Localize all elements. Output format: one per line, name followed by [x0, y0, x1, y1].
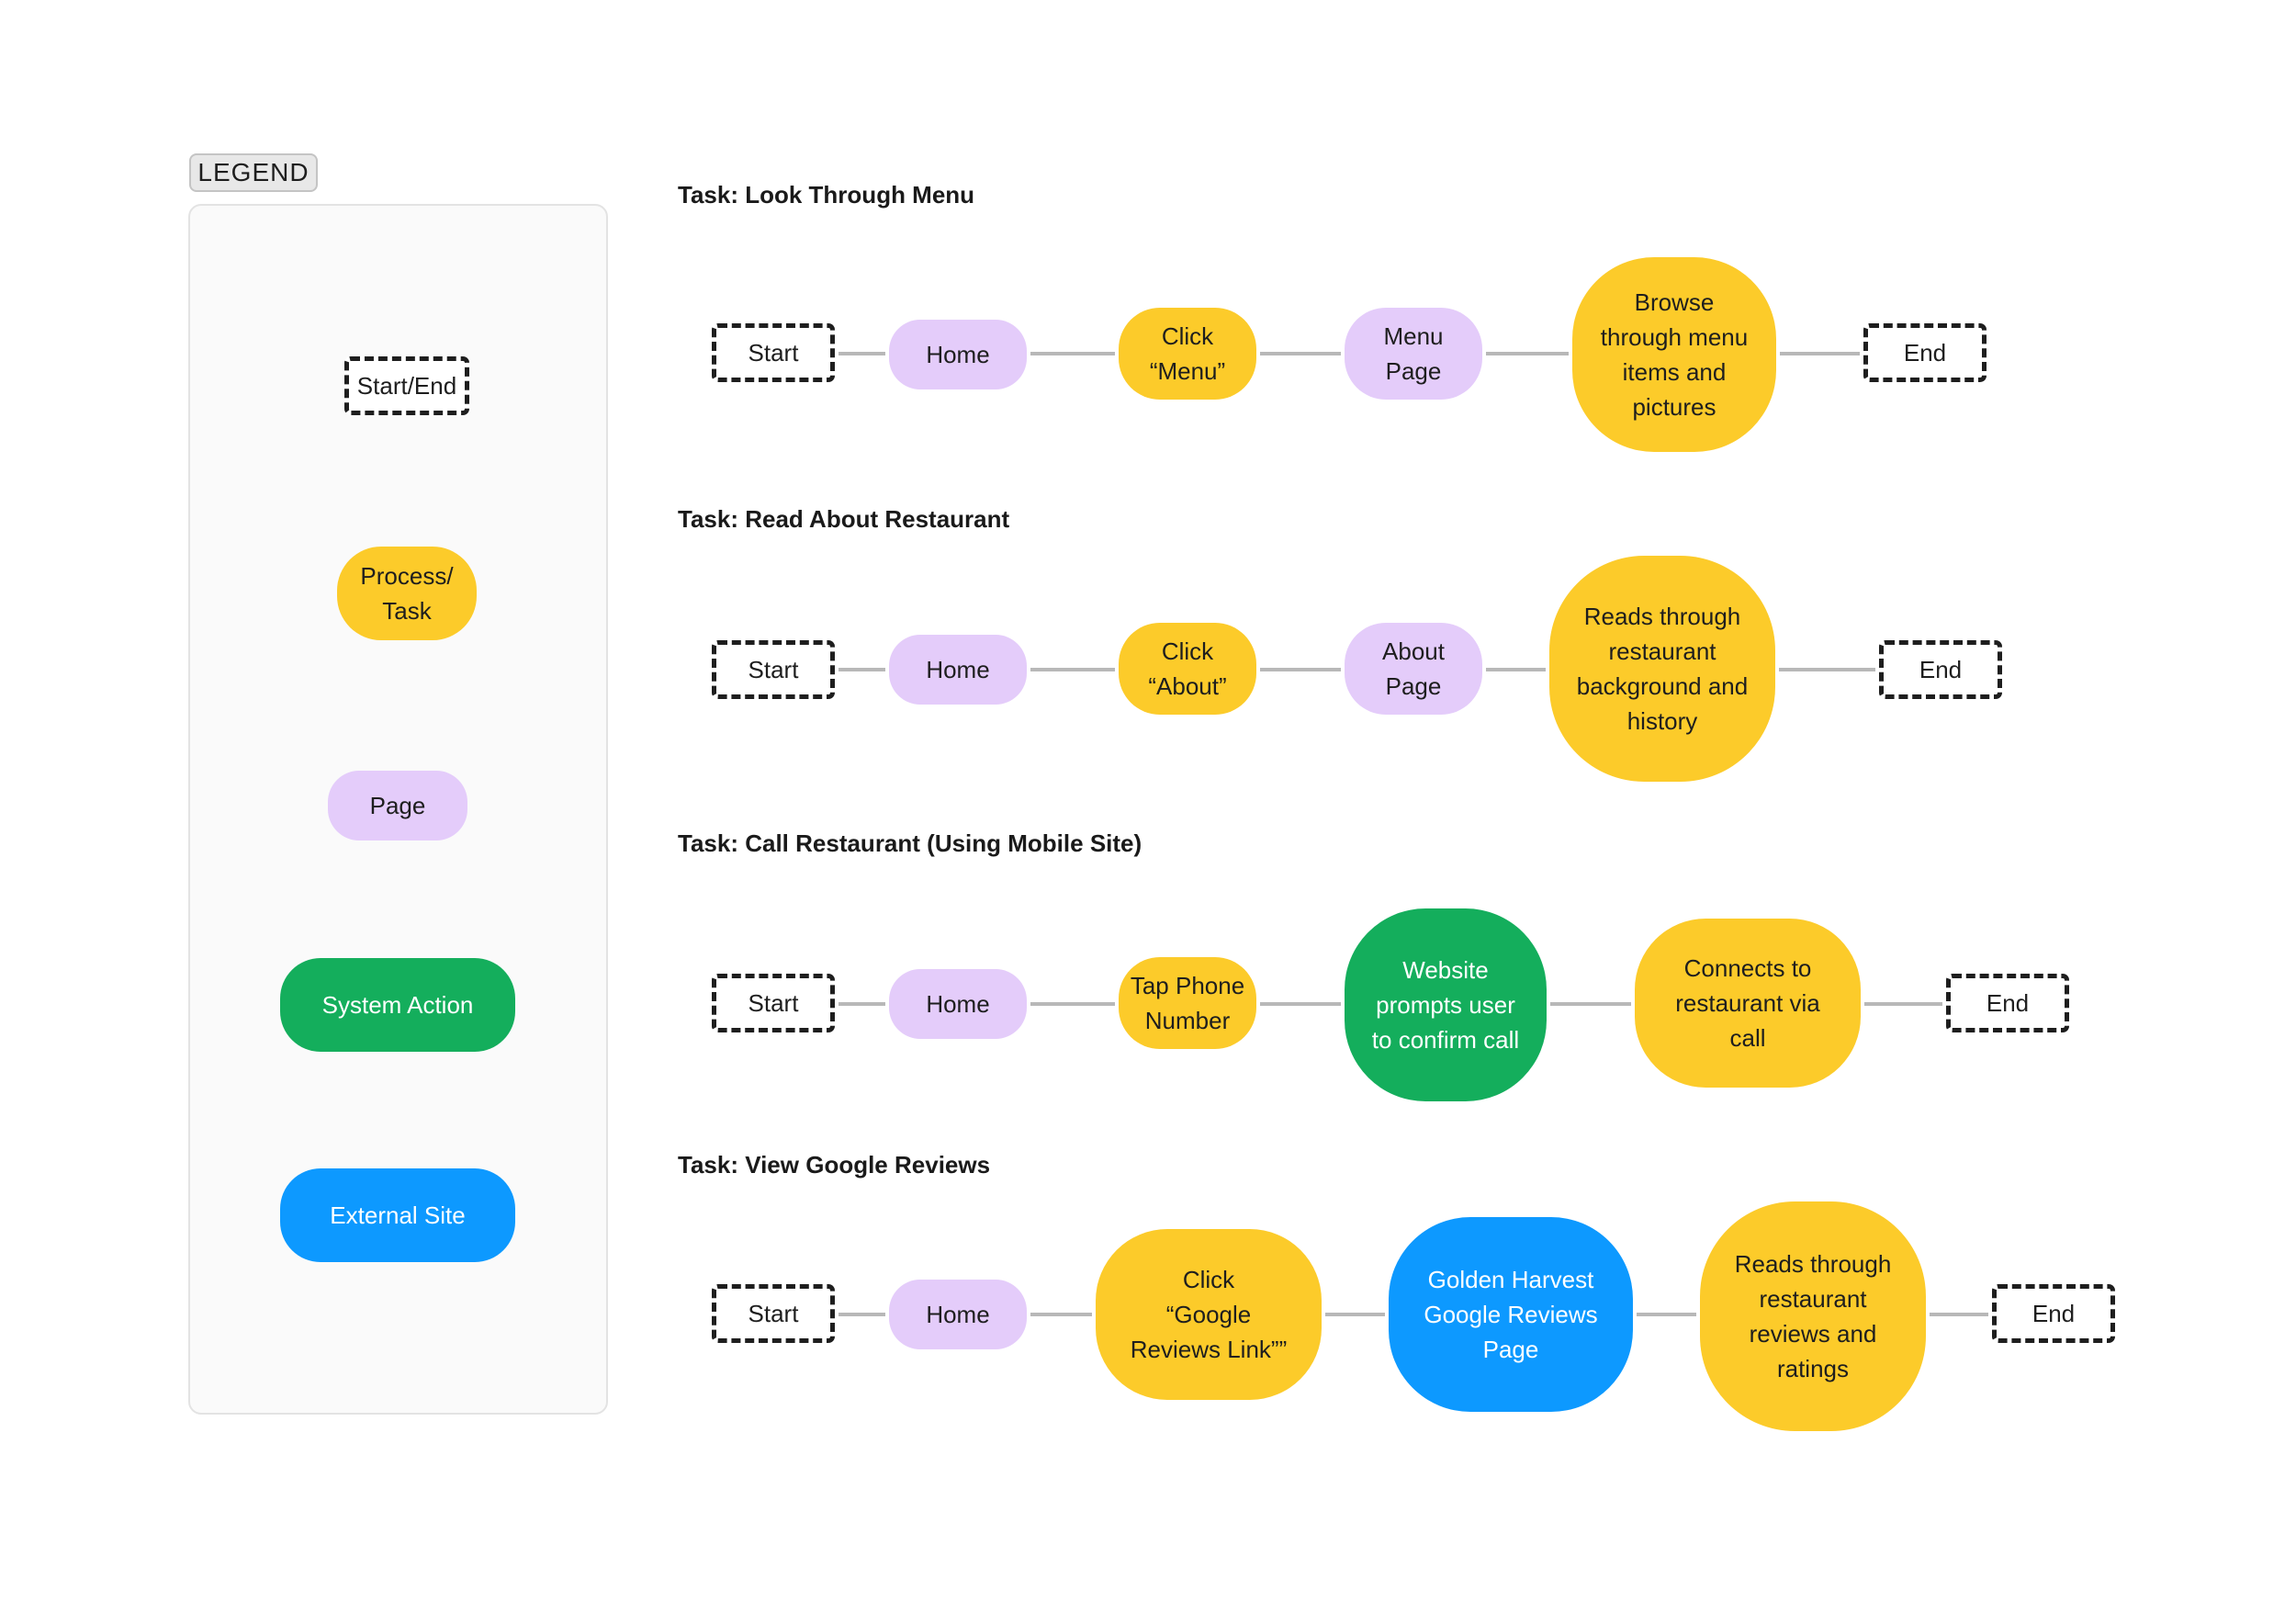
flow-connector [1030, 668, 1115, 671]
flow-node-label: Click “Menu” [1149, 322, 1226, 385]
flow-node-process-task: Click “About” [1119, 623, 1256, 715]
legend-process-task: Process/ Task [337, 547, 477, 640]
flow-connector [838, 668, 885, 671]
flow-node-label: Home [926, 1301, 990, 1328]
flow-node-label: Click “About” [1148, 637, 1227, 700]
flow-node-label: Start [748, 656, 799, 683]
legend-start-end: Start/End [344, 356, 469, 415]
flow-node-label: Reads through restaurant background and … [1576, 603, 1749, 735]
flow-node-label: Connects to restaurant via call [1675, 954, 1820, 1052]
flow-node-process-task: Reads through restaurant background and … [1549, 556, 1775, 782]
flow-node-label: End [1919, 656, 1963, 683]
flow-node-label: Home [926, 341, 990, 368]
flow-node-start-end: End [1946, 974, 2069, 1032]
flow-connector [1550, 1002, 1631, 1006]
flow-node-start-end: Start [712, 640, 835, 699]
flow-node-start-end: Start [712, 323, 835, 382]
flow-node-process-task: Connects to restaurant via call [1635, 919, 1861, 1088]
flow-connector [1930, 1313, 1988, 1316]
flow-node-label: Menu Page [1383, 322, 1444, 385]
flow-connector [1637, 1313, 1696, 1316]
flow-node-page: Home [889, 1280, 1027, 1349]
flow-node-label: Browse through menu items and pictures [1600, 288, 1749, 421]
legend-external-site: External Site [280, 1168, 515, 1262]
flow-node-label: Home [926, 990, 990, 1018]
flow-node-label: Click “Google Reviews Link”” [1130, 1266, 1288, 1363]
flow-connector [1260, 352, 1341, 355]
flow-node-process-task: Browse through menu items and pictures [1572, 257, 1776, 452]
flow-connector [1260, 668, 1341, 671]
flow-connector [1325, 1313, 1385, 1316]
flow-node-label: Golden Harvest Google Reviews Page [1424, 1266, 1598, 1363]
flow-connector [1030, 352, 1115, 355]
legend-start-end-label: Start/End [356, 372, 457, 400]
flow-connector [838, 1002, 885, 1006]
flow-node-process-task: Click “Google Reviews Link”” [1096, 1229, 1322, 1400]
flow-node-start-end: End [1992, 1284, 2115, 1343]
flow-node-process-task: Click “Menu” [1119, 308, 1256, 400]
task-title: Task: View Google Reviews [678, 1151, 991, 1179]
flow-node-label: Start [748, 989, 799, 1017]
flow-connector [1780, 352, 1860, 355]
legend-title: LEGEND [189, 153, 318, 192]
flow-node-page: Home [889, 635, 1027, 705]
flow-node-start-end: Start [712, 974, 835, 1032]
legend-external-site-label: External Site [330, 1201, 466, 1229]
flow-node-label: Tap Phone Number [1130, 972, 1245, 1034]
flow-node-label: About Page [1382, 637, 1445, 700]
flow-connector [1864, 1002, 1942, 1006]
flow-node-label: Website prompts user to confirm call [1371, 956, 1520, 1054]
flow-node-label: End [1986, 989, 2030, 1017]
legend-page-label: Page [369, 792, 426, 819]
flow-node-page: Menu Page [1345, 308, 1482, 400]
task-title: Task: Call Restaurant (Using Mobile Site… [678, 829, 1142, 857]
flow-node-start-end: End [1879, 640, 2002, 699]
flow-connector [1030, 1313, 1092, 1316]
flow-node-process-task: Reads through restaurant reviews and rat… [1700, 1201, 1926, 1431]
flow-node-page: About Page [1345, 623, 1482, 715]
flow-node-external-site: Golden Harvest Google Reviews Page [1389, 1217, 1633, 1412]
legend-system-action: System Action [280, 958, 515, 1052]
task-title: Task: Look Through Menu [678, 181, 975, 209]
flow-node-page: Home [889, 320, 1027, 389]
flow-node-process-task: Tap Phone Number [1119, 957, 1256, 1049]
legend-page: Page [328, 771, 467, 840]
flow-node-label: Start [748, 339, 799, 367]
flow-node-label: Reads through restaurant reviews and rat… [1734, 1250, 1892, 1382]
flow-node-start-end: Start [712, 1284, 835, 1343]
task-title: Task: Read About Restaurant [678, 505, 1010, 533]
flow-node-label: End [1903, 339, 1947, 367]
legend-system-action-label: System Action [321, 991, 474, 1019]
flow-node-system-action: Website prompts user to confirm call [1345, 908, 1547, 1101]
flow-node-page: Home [889, 969, 1027, 1039]
flow-node-label: End [2032, 1300, 2076, 1327]
flow-node-label: Start [748, 1300, 799, 1327]
flow-connector [838, 352, 885, 355]
flow-connector [1260, 1002, 1341, 1006]
flow-connector [1486, 352, 1569, 355]
flow-connector [1030, 1002, 1115, 1006]
legend-process-task-label: Process/ Task [360, 562, 454, 625]
flow-connector [1779, 668, 1875, 671]
flow-node-label: Home [926, 656, 990, 683]
flow-connector [838, 1313, 885, 1316]
flow-node-start-end: End [1863, 323, 1986, 382]
flow-connector [1486, 668, 1546, 671]
